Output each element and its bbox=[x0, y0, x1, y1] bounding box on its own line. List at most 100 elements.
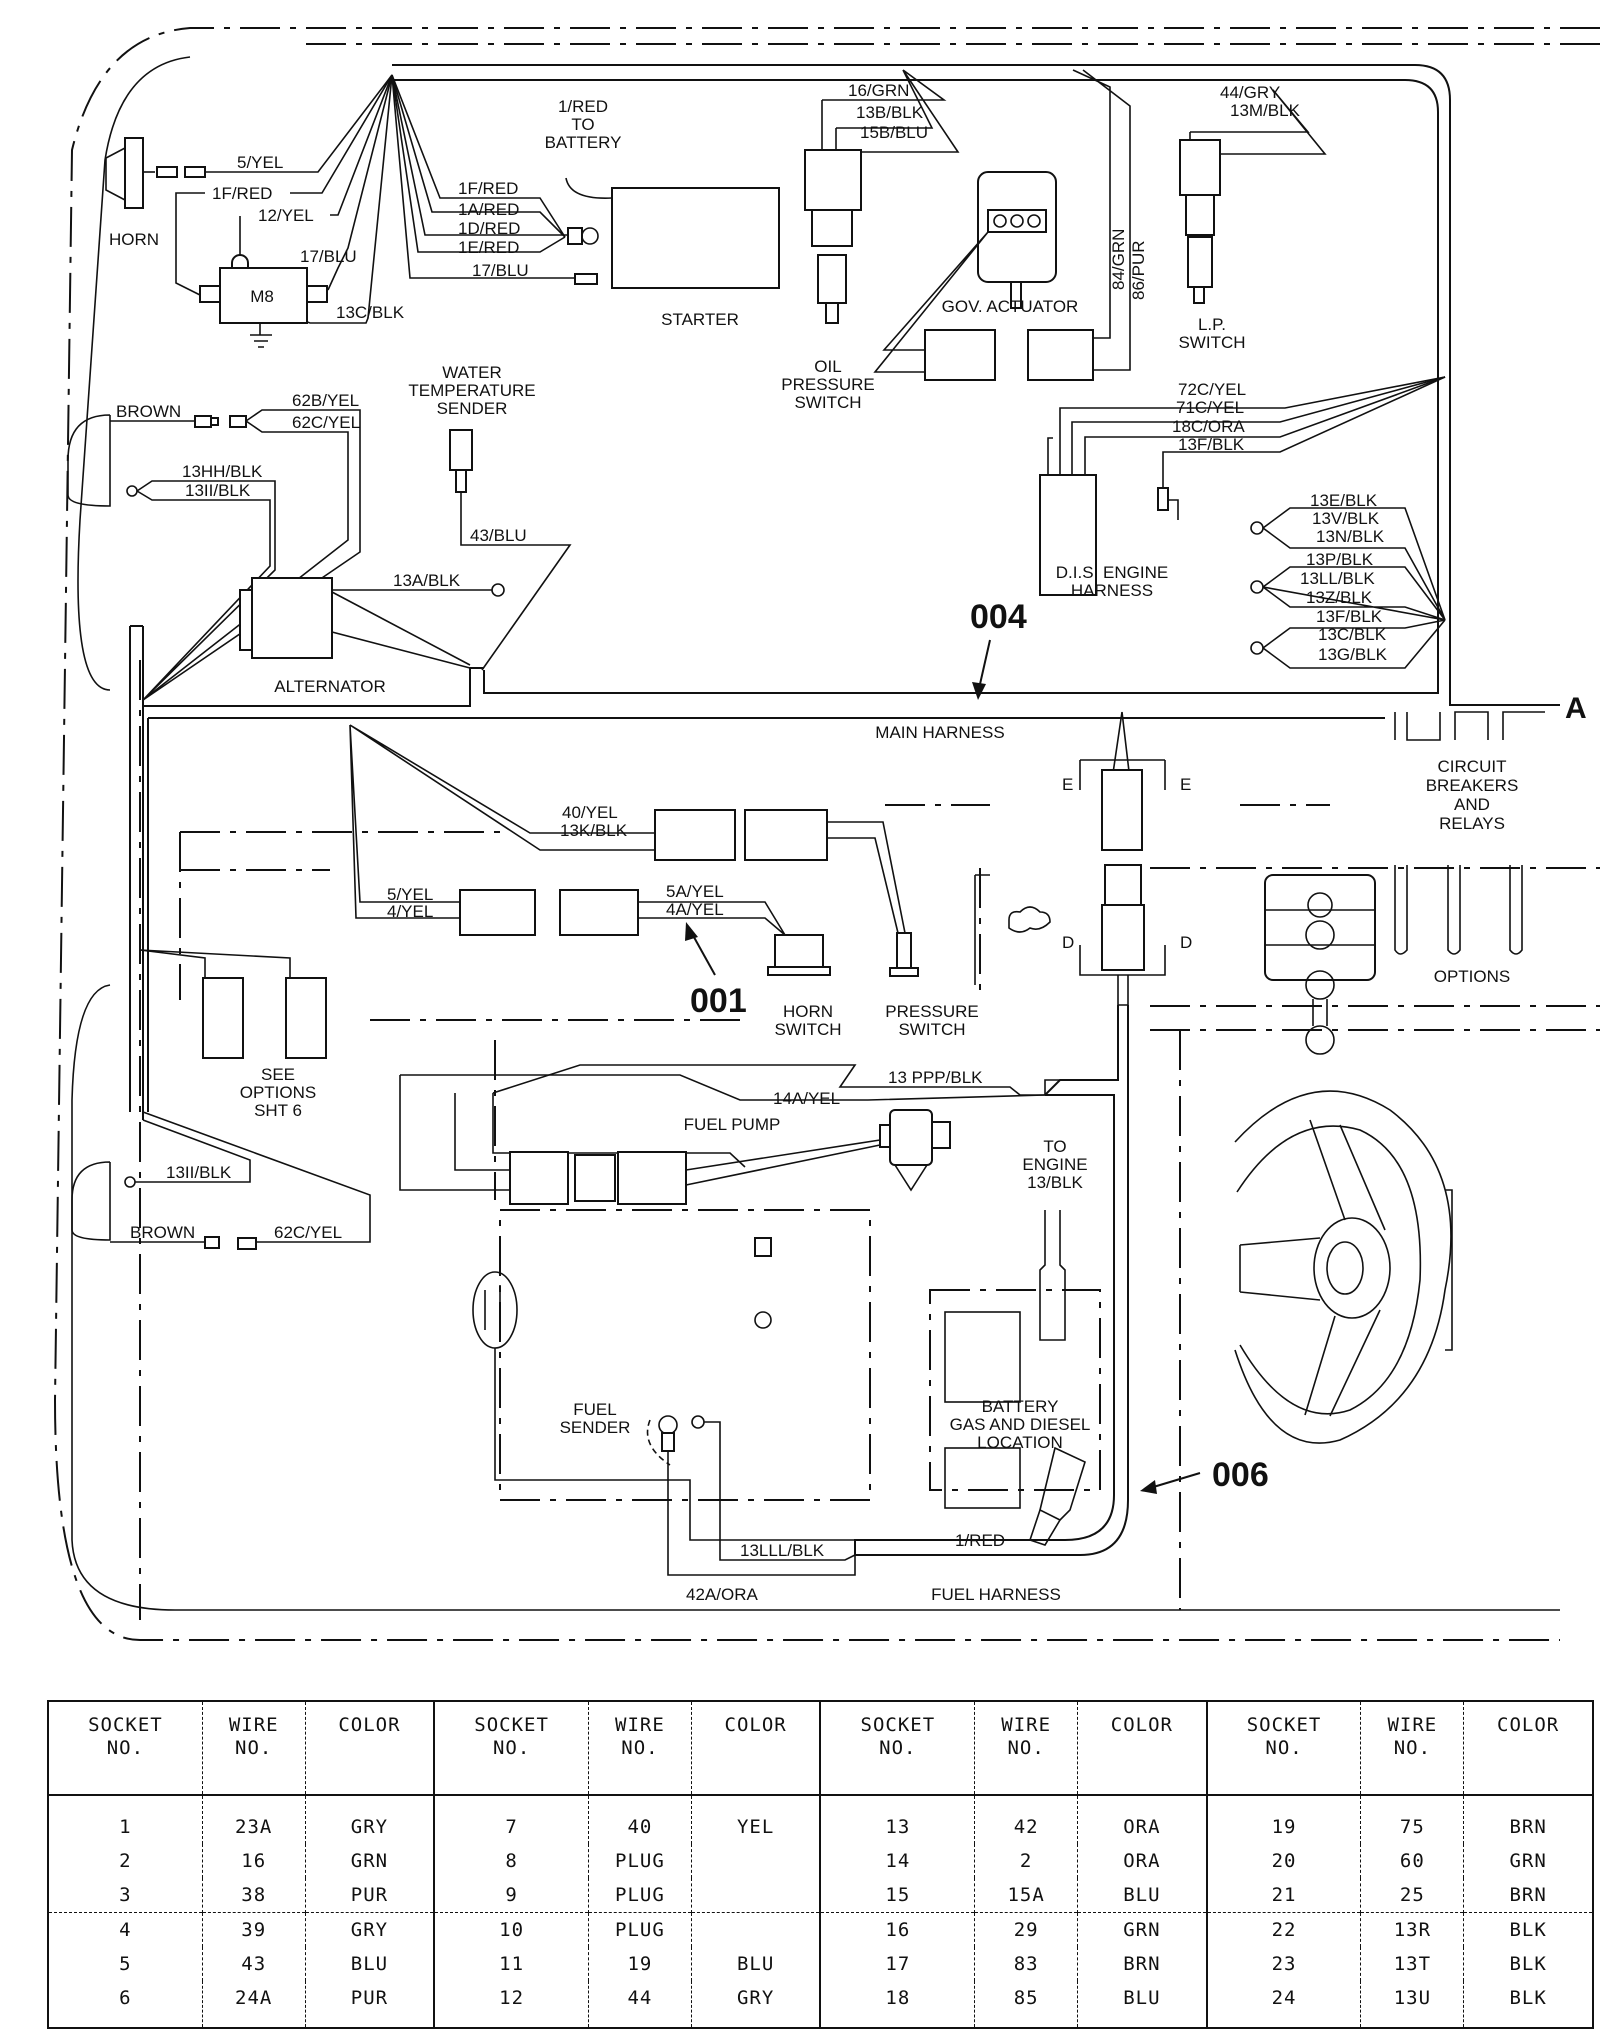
wire-label: 71C/YEL bbox=[1176, 398, 1244, 417]
battery-icon bbox=[944, 1210, 1086, 1546]
label-battery-3: BATTERY bbox=[545, 133, 622, 152]
header-color: COLOR bbox=[1077, 1701, 1207, 1796]
label-fuel-pump: FUEL PUMP bbox=[684, 1115, 781, 1134]
cell-socket: 22 bbox=[1205, 1912, 1361, 1947]
wire-label: 13Z/BLK bbox=[1306, 588, 1373, 607]
label-battery-2: TO bbox=[571, 115, 594, 134]
label-fuel-harness: FUEL HARNESS bbox=[931, 1585, 1061, 1604]
pin-label-d-right: D bbox=[1180, 933, 1192, 952]
pin-label-e-right: E bbox=[1180, 775, 1191, 794]
cell-color: ORA bbox=[1077, 1844, 1207, 1878]
cell-wire: PLUG bbox=[588, 1844, 692, 1878]
wire-label: 5/YEL bbox=[237, 153, 283, 172]
cell-socket: 15 bbox=[819, 1878, 975, 1913]
cell-wire: PLUG bbox=[588, 1912, 692, 1947]
cell-wire: 60 bbox=[1360, 1844, 1464, 1878]
guide-lines bbox=[179, 804, 1600, 1610]
label-oil-3: SWITCH bbox=[794, 393, 861, 412]
label-batt-loc-3: LOCATION bbox=[977, 1433, 1063, 1452]
wire-label: 13N/BLK bbox=[1316, 527, 1385, 546]
cell-wire: 75 bbox=[1360, 1795, 1464, 1844]
label-see-3: SHT 6 bbox=[254, 1101, 302, 1120]
cell-color: BLK bbox=[1463, 1947, 1593, 1981]
wire-label: 5/YEL bbox=[387, 885, 433, 904]
cell-wire: 42 bbox=[974, 1795, 1078, 1844]
cell-socket: 6 bbox=[119, 1987, 132, 2009]
cell-socket: 9 bbox=[433, 1878, 589, 1913]
callout-004: 004 bbox=[970, 598, 1027, 636]
cell-wire: 24A bbox=[201, 1981, 306, 2028]
label-cb-2: BREAKERS bbox=[1426, 776, 1519, 795]
wire-label: 14A/YEL bbox=[773, 1089, 840, 1108]
cell-wire: PLUG bbox=[588, 1878, 692, 1913]
cell-wire: 19 bbox=[588, 1947, 692, 1981]
wire-label: 13II/BLK bbox=[166, 1163, 232, 1182]
label-wts-1: WATER bbox=[442, 363, 502, 382]
cell-color: BLU bbox=[304, 1947, 435, 1981]
cell-socket: 8 bbox=[433, 1844, 589, 1878]
cell-color bbox=[690, 1912, 821, 1947]
wire-label: 17/BLU bbox=[472, 261, 529, 280]
ground-terminals bbox=[1250, 507, 1446, 669]
cell-socket: 4 bbox=[48, 1912, 203, 1947]
label-lp-2: SWITCH bbox=[1178, 333, 1245, 352]
wire-label: 42A/ORA bbox=[686, 1585, 758, 1604]
wire-label: 13M/BLK bbox=[1230, 101, 1301, 120]
cell-wire: 43 bbox=[201, 1947, 306, 1981]
wire-label: 13C/BLK bbox=[336, 303, 405, 322]
cell-socket: 1 bbox=[119, 1816, 132, 1838]
lower-left-gauge bbox=[71, 1111, 371, 1250]
diagram-labels: 004 001 006 A HORN M8 1/RED TO BATTERY S… bbox=[109, 81, 1587, 1604]
wire-label: 62C/YEL bbox=[292, 413, 360, 432]
pin-label-d-left: D bbox=[1062, 933, 1074, 952]
cell-color: BLU bbox=[690, 1947, 821, 1981]
wire-label: 13E/BLK bbox=[1310, 491, 1378, 510]
label-wts-2: TEMPERATURE bbox=[408, 381, 535, 400]
wire-label: 13V/BLK bbox=[1312, 509, 1380, 528]
cell-socket: 5 bbox=[119, 1953, 132, 1975]
fuel-pump-icon bbox=[399, 1064, 1060, 1205]
label-see-2: OPTIONS bbox=[240, 1083, 317, 1102]
wire-label: 13F/BLK bbox=[1178, 435, 1245, 454]
label-gov-actuator: GOV. ACTUATOR bbox=[942, 297, 1079, 316]
left-gauge-cluster bbox=[67, 409, 505, 701]
fuel-tank bbox=[472, 1237, 856, 1576]
cell-wire: 23A bbox=[201, 1795, 306, 1844]
header-color: COLOR bbox=[690, 1701, 821, 1796]
cell-color: BLU bbox=[1077, 1981, 1207, 2028]
cell-wire: 25 bbox=[1360, 1878, 1464, 1913]
wire-label: 1E/RED bbox=[458, 238, 519, 257]
cell-color: GRY bbox=[690, 1981, 821, 2028]
wire-label: 44/GRY bbox=[1220, 83, 1280, 102]
wire-label: 12/YEL bbox=[258, 206, 314, 225]
label-engine-1: TO bbox=[1043, 1137, 1066, 1156]
wire-label: 13HH/BLK bbox=[182, 462, 263, 481]
cell-color: PUR bbox=[304, 1878, 435, 1913]
chassis-outline bbox=[53, 27, 1600, 1641]
label-horn: HORN bbox=[109, 230, 159, 249]
wire-label: 5A/YEL bbox=[666, 882, 724, 901]
label-m8: M8 bbox=[250, 287, 274, 306]
gov-actuator-icon bbox=[873, 69, 1131, 381]
cell-color: YEL bbox=[690, 1795, 821, 1844]
cell-wire: 13R bbox=[1360, 1912, 1464, 1947]
cell-color: BLK bbox=[1463, 1981, 1593, 2028]
oil-pressure-connector-icon bbox=[804, 69, 960, 324]
label-fuel-sender-1: FUEL bbox=[573, 1400, 616, 1419]
cell-socket: 18 bbox=[819, 1981, 975, 2028]
label-engine-2: ENGINE bbox=[1022, 1155, 1087, 1174]
label-cb-3: AND bbox=[1454, 795, 1490, 814]
circuit-breakers-icon bbox=[1264, 711, 1545, 1055]
wire-label: 13K/BLK bbox=[560, 821, 628, 840]
cell-wire: 44 bbox=[588, 1981, 692, 2028]
wire-label: 13B/BLK bbox=[856, 103, 924, 122]
wire-label: 40/YEL bbox=[562, 803, 618, 822]
wire-label: 1D/RED bbox=[458, 219, 520, 238]
cell-color: ORA bbox=[1077, 1795, 1207, 1844]
cell-color: GRN bbox=[304, 1844, 435, 1878]
